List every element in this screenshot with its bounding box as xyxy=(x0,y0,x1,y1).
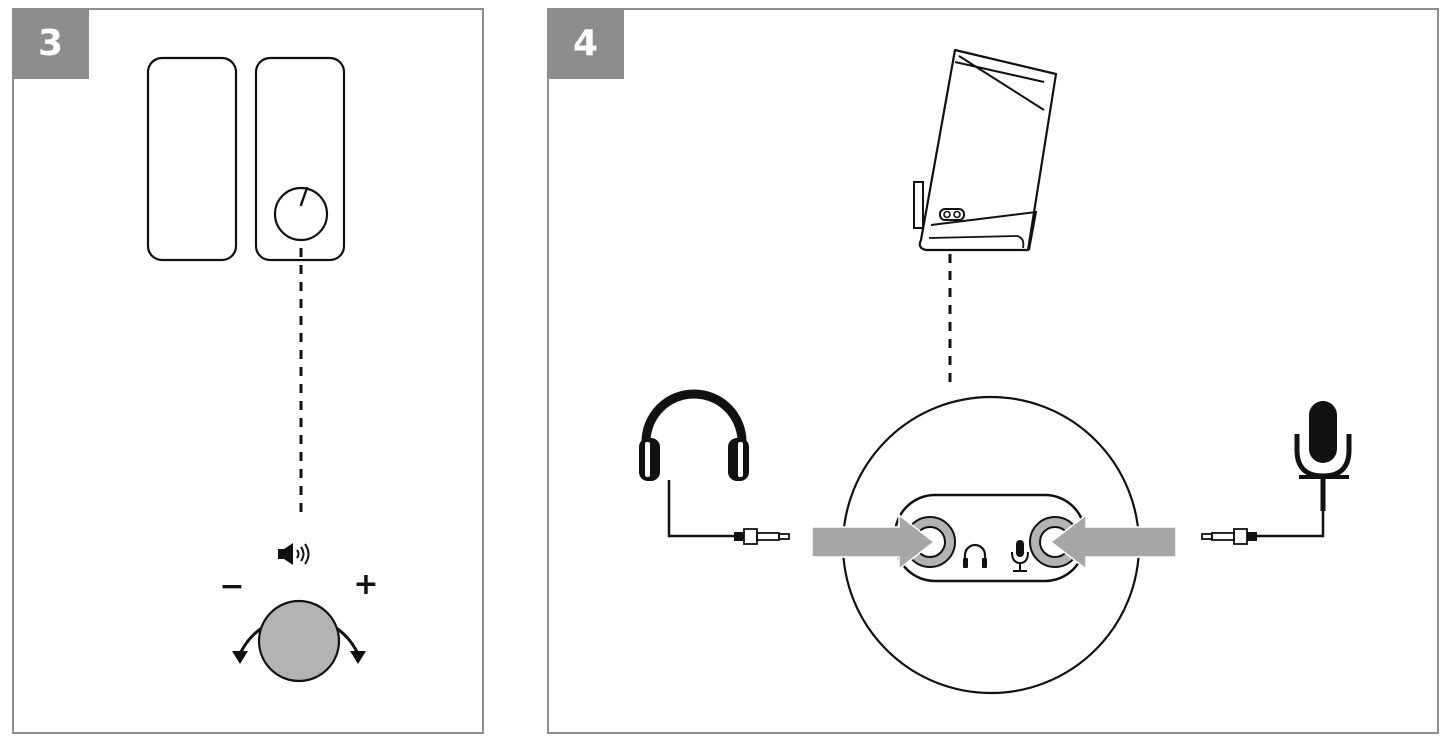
volume-illustration: − + xyxy=(146,56,379,683)
plus-label: + xyxy=(353,567,378,602)
audio-jack-plug-icon xyxy=(1201,528,1257,545)
headphone-insert-arrow xyxy=(811,513,936,571)
left-speaker xyxy=(146,56,238,262)
microphone-cable xyxy=(1254,476,1325,538)
minus-label: − xyxy=(219,569,244,604)
headphones-icon xyxy=(639,389,749,481)
speaker-volume-knob xyxy=(273,186,329,242)
right-speaker xyxy=(254,56,346,262)
audio-jack-plug-icon xyxy=(734,528,790,545)
step-number-badge: 4 xyxy=(547,8,624,79)
speaker-volume-icon xyxy=(278,543,310,565)
volume-knob xyxy=(257,599,341,683)
speaker-side-view xyxy=(913,48,1058,252)
step-number-badge: 3 xyxy=(12,8,89,79)
step-4-panel: 4 xyxy=(547,8,1439,734)
connection-illustration xyxy=(639,48,1352,695)
headphone-cable xyxy=(667,480,735,538)
step-3-panel: 3 − + xyxy=(12,8,484,734)
microphone-insert-arrow xyxy=(1049,513,1177,571)
microphone-icon xyxy=(1011,540,1029,572)
headphones-icon xyxy=(963,543,987,568)
